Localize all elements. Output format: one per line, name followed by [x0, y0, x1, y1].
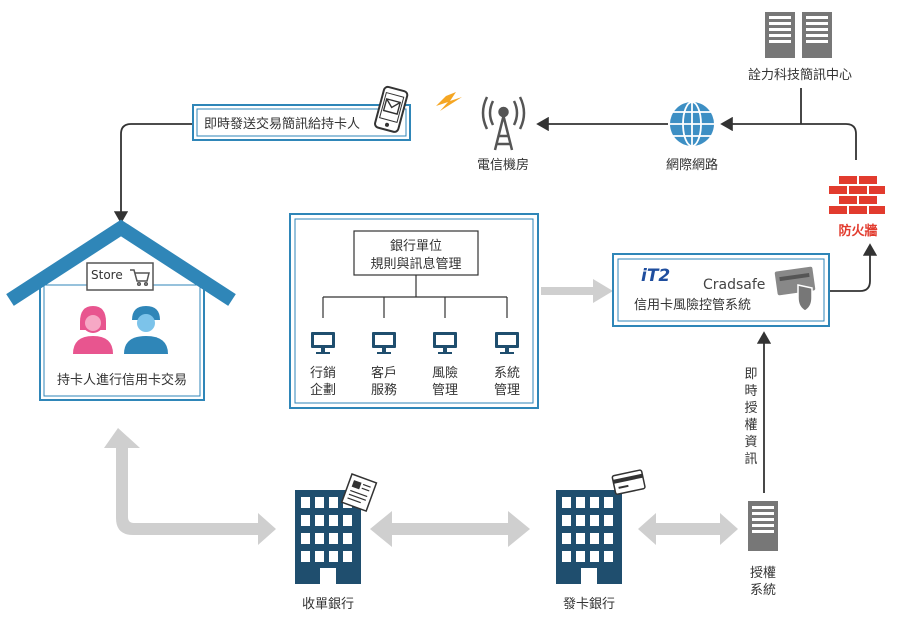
- acquirer-building-icon: [295, 490, 361, 584]
- cart-icon: [130, 269, 150, 287]
- gray-arrows: [104, 279, 738, 547]
- cradsafe-logo: iT2: [641, 266, 671, 286]
- cradsafe-border: [612, 253, 830, 327]
- connector-lines: [113, 88, 878, 493]
- auth-info-label: 即時授權資訊: [744, 367, 758, 467]
- server-icon-right: [802, 12, 832, 58]
- sms-box-border: [192, 104, 411, 141]
- firewall-icon: [827, 174, 887, 216]
- dept-label: 企劃: [309, 383, 337, 398]
- auth-system-label: 授權: [749, 566, 777, 581]
- internet-label: 網際網路: [665, 158, 719, 173]
- sms-box-label: 即時發送交易簡訊給持卡人: [204, 117, 361, 132]
- bank-unit-subtitle: 規則與訊息管理: [370, 257, 462, 272]
- acquirer-label: 收單銀行: [301, 597, 355, 612]
- dept-label: 管理: [493, 383, 521, 398]
- telecom-label: 電信機房: [476, 158, 530, 173]
- dept-label: 管理: [431, 383, 459, 398]
- credit-card-shield-icon: [774, 266, 816, 312]
- issuer-auth-arrow: [638, 513, 738, 545]
- globe-icon: [670, 101, 714, 147]
- dept-label: 客戶: [370, 366, 398, 381]
- auth-system-label: 系統: [749, 583, 777, 598]
- cradsafe-brand: Cradsafe: [703, 277, 766, 293]
- document-icon: [340, 473, 378, 513]
- bank-unit-border: [289, 213, 539, 409]
- house-icon: [6, 219, 236, 401]
- lightning-icon: [436, 92, 462, 111]
- server-icon-left: [765, 12, 795, 58]
- cradsafe-subtitle: 信用卡風險控管系統: [634, 298, 752, 313]
- issuer-building-icon: [556, 490, 622, 584]
- monitor-icons: [311, 332, 519, 354]
- telecom-tower-icon: [481, 96, 526, 151]
- male-person-icon: [124, 306, 168, 354]
- sms-center-label: 詮力科技簡訊中心: [747, 68, 853, 83]
- auth-server-icon: [748, 501, 778, 551]
- firewall-label: 防火牆: [838, 224, 878, 239]
- cardholder-label: 持卡人進行信用卡交易: [56, 373, 188, 388]
- bank-unit-title: 銀行單位: [389, 239, 443, 254]
- bank-header-box: [353, 230, 479, 276]
- store-sign: Store: [91, 268, 123, 282]
- acquirer-issuer-arrow: [370, 511, 530, 547]
- dept-label: 風險: [431, 366, 459, 381]
- phone-icon: [374, 85, 409, 133]
- dept-label: 系統: [493, 366, 521, 381]
- issuer-label: 發卡銀行: [562, 597, 616, 612]
- dept-label: 服務: [370, 383, 398, 398]
- dept-label: 行銷: [309, 366, 337, 381]
- house-acquirer-arrow: [104, 428, 276, 545]
- org-lines: [322, 275, 508, 318]
- card-icon: [611, 469, 646, 495]
